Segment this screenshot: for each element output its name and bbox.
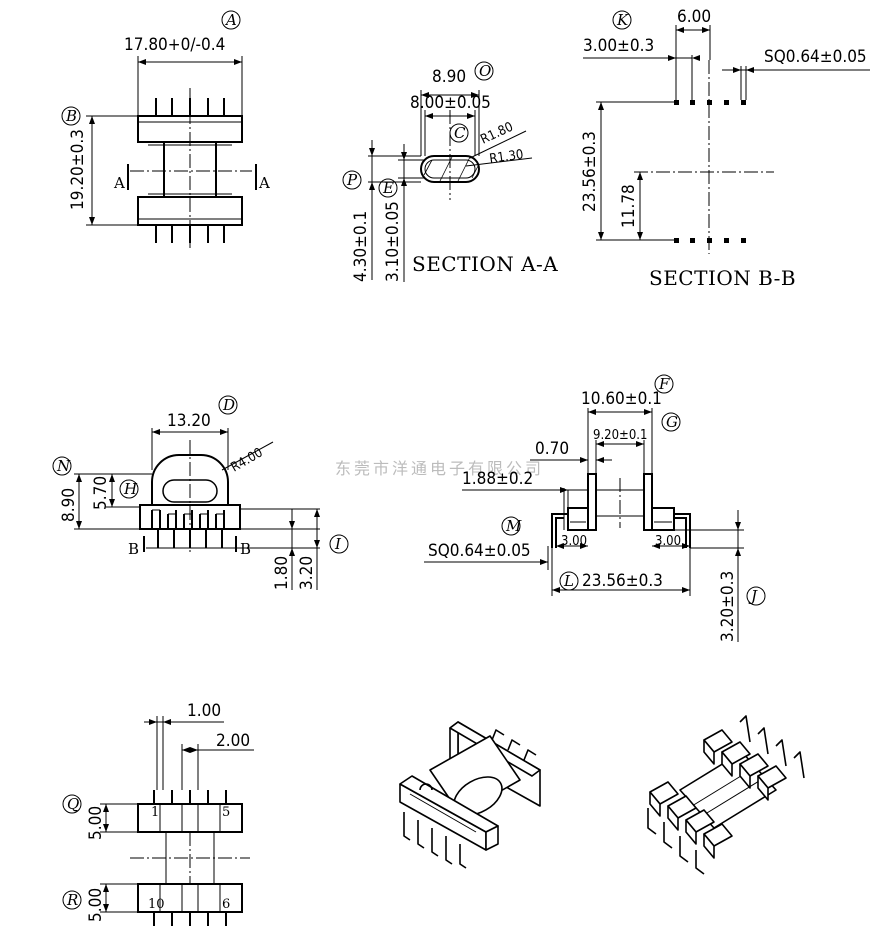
callout-a: A <box>224 11 237 29</box>
section-b-b: 6.00 3.00±0.3 K SQ0.64±0.05 23.56±0.3 11… <box>580 7 870 290</box>
front-view: A A 17.80+0/-0.4 19.20±0.3 A B <box>61 10 270 248</box>
aa-r-inner: R1.30 <box>488 147 524 167</box>
callout-c: C <box>454 124 466 142</box>
callout-d: D <box>222 396 235 414</box>
pin-row-top-dim: 5.00 <box>86 806 106 840</box>
cut-label-a-left: A <box>113 174 125 192</box>
side-pad-left: 3.00 <box>561 534 587 549</box>
callout-e: E <box>382 179 394 197</box>
callout-g: G <box>666 413 678 431</box>
section-aa-title: SECTION A-A <box>412 252 558 276</box>
callout-j: J <box>748 587 758 605</box>
pin-pitch-dim: 2.00 <box>216 731 250 751</box>
pin-5-label: 5 <box>222 805 230 820</box>
callout-q: Q <box>67 795 79 813</box>
aa-outer-dim: 8.90 <box>432 67 466 87</box>
callout-r: R <box>66 891 78 909</box>
side-pin-sq: SQ0.64±0.05 <box>428 541 531 561</box>
cut-label-b-right: B <box>240 540 251 558</box>
bb-height: 23.56±0.3 <box>580 131 600 212</box>
callout-l: L <box>563 572 574 590</box>
side-flange-dim: 10.60±0.1 <box>581 389 662 409</box>
cut-label-b-left: B <box>128 540 139 558</box>
side-view: 10.60±0.1 F 9.20±0.1 G 0.70 1.88±0.2 3.0… <box>424 374 766 642</box>
cut-label-a-right: A <box>258 174 270 192</box>
aa-inner-dim: 8.00±0.05 <box>410 93 491 113</box>
isometric-view-top <box>399 721 541 869</box>
isometric-view-bottom <box>647 715 805 875</box>
top-radius: R4.00 <box>229 445 266 475</box>
bb-pin-offset: 3.00±0.3 <box>583 36 654 56</box>
side-wall-dim: 0.70 <box>535 439 569 459</box>
callout-f: F <box>658 375 670 393</box>
top-view: B B 13.20 D R4.00 8.90 5.70 N H <box>52 395 349 590</box>
callout-b: B <box>65 107 77 125</box>
pin-layout: 1 5 10 6 1.00 2.00 5.00 5.00 Q R <box>62 701 254 926</box>
callout-n: N <box>56 457 71 475</box>
top-total-dim: 3.20 <box>297 556 317 590</box>
bb-pin-sq: SQ0.64±0.05 <box>764 47 867 67</box>
bb-half: 11.78 <box>619 184 639 228</box>
pin-6-label: 6 <box>222 897 230 912</box>
side-height-dim: 3.20±0.3 <box>718 571 738 642</box>
aa-r-outer: R1.80 <box>478 120 515 148</box>
callout-o: O <box>479 62 491 80</box>
top-inner-dim: 5.70 <box>91 476 111 510</box>
section-bb-title: SECTION B-B <box>649 266 796 290</box>
front-height-dim: 19.20±0.3 <box>68 129 88 210</box>
side-inner-dim: 9.20±0.1 <box>593 428 647 443</box>
aa-height-outer: 4.30±0.1 <box>351 211 371 282</box>
bb-span-dim: 6.00 <box>677 7 711 27</box>
section-a-a: 8.90 O 8.00±0.05 R1.80 R1.30 C 4.30±0.1 … <box>342 61 558 282</box>
side-span-dim: 23.56±0.3 <box>582 571 663 591</box>
callout-p: P <box>346 171 358 189</box>
top-pin-h: 1.80 <box>272 556 292 590</box>
pin-row-bottom-dim: 5.00 <box>86 888 106 922</box>
aa-height-inner: 3.10±0.05 <box>383 201 403 282</box>
side-pad-right: 3.00 <box>655 534 681 549</box>
top-width-dim: 13.20 <box>167 411 211 431</box>
pin-1-label: 1 <box>151 805 159 820</box>
callout-k: K <box>616 11 629 29</box>
front-width-dim: 17.80+0/-0.4 <box>124 35 225 55</box>
side-offset-dim: 1.88±0.2 <box>462 469 533 489</box>
callout-m: M <box>505 517 522 535</box>
watermark-text: 东莞市洋通电子有限公司 <box>335 459 544 478</box>
callout-i: I <box>334 535 342 553</box>
top-height-dim: 8.90 <box>59 488 79 522</box>
callout-h: H <box>123 480 138 498</box>
pin-10-label: 10 <box>148 897 165 912</box>
pin-width-dim: 1.00 <box>187 701 221 721</box>
